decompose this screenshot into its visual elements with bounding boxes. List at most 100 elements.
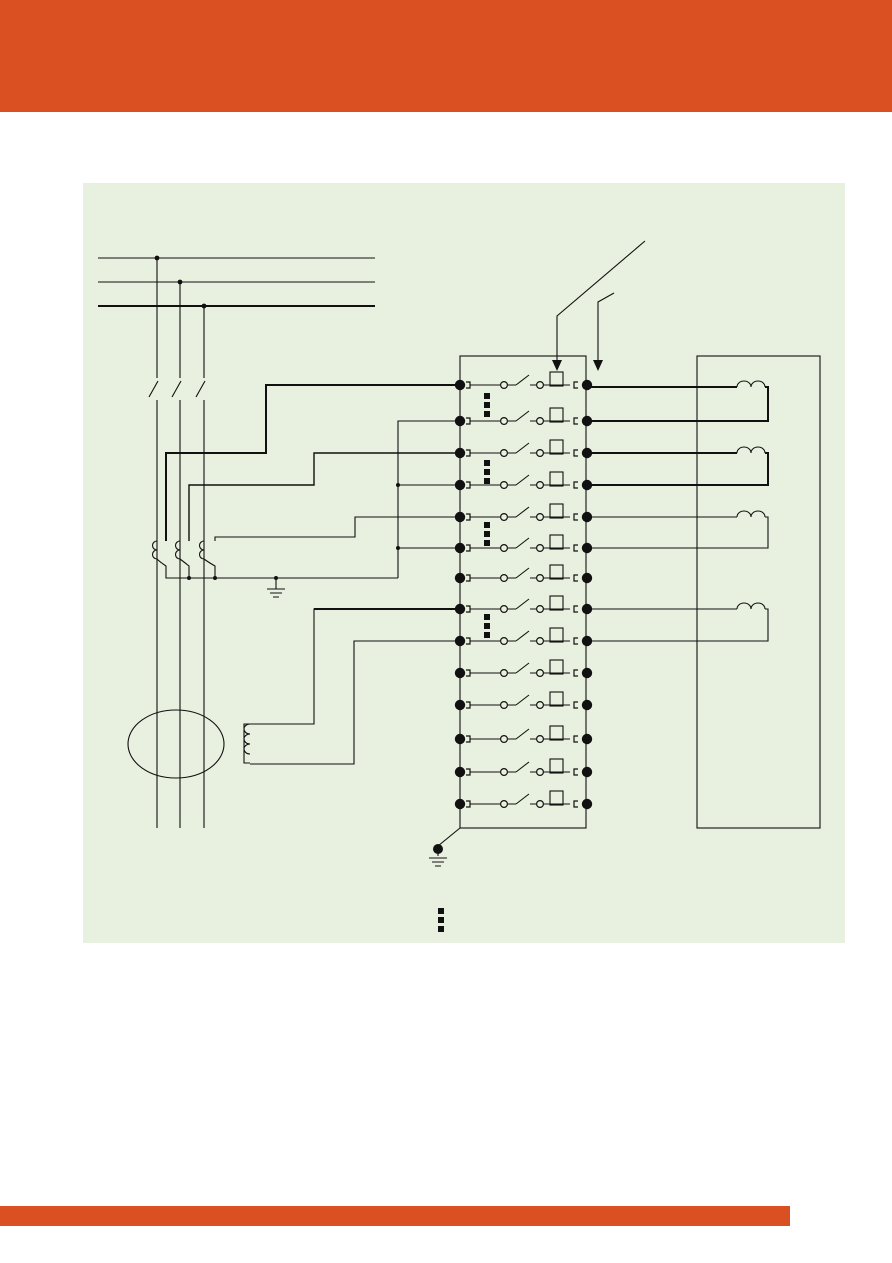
terminal-row [454, 371, 593, 391]
plug-left [466, 669, 471, 677]
switch-blade [515, 410, 530, 422]
contact-point [500, 636, 509, 645]
coil-right-2 [736, 446, 766, 454]
terminal-left [454, 667, 466, 679]
plug-left [466, 381, 471, 389]
plug-right [573, 513, 578, 521]
terminal-right [581, 603, 593, 615]
terminal-row [454, 627, 593, 647]
transformer-coil-left [243, 608, 460, 765]
terminal-left [454, 379, 466, 391]
plug-right [573, 637, 578, 645]
phase-drops [148, 258, 206, 828]
terminal-row [454, 725, 593, 745]
contact-point [535, 573, 544, 582]
switch-blade [515, 374, 530, 386]
test-box [549, 564, 564, 580]
shorting-link-1 [484, 393, 490, 417]
switch-blade [515, 793, 530, 805]
contact-point [500, 604, 509, 613]
contact-point [535, 512, 544, 521]
contact-point [500, 381, 509, 390]
terminal-block [459, 355, 587, 829]
transformer-coils-right [736, 380, 766, 610]
shorting-link-2 [484, 460, 490, 484]
plug-left [466, 417, 471, 425]
test-box [549, 659, 564, 675]
terminal-right [581, 572, 593, 584]
contact-point [535, 417, 544, 426]
switch-blade [515, 567, 530, 579]
terminal-right [581, 798, 593, 810]
switch-blade [515, 630, 530, 642]
terminal-left [454, 479, 466, 491]
coil-right-1 [736, 380, 766, 388]
terminal-left [454, 766, 466, 778]
test-box [549, 758, 564, 774]
switch-blade [515, 598, 530, 610]
contact-point [500, 417, 509, 426]
contact-point [500, 799, 509, 808]
terminal-left [454, 603, 466, 615]
terminal-left [454, 415, 466, 427]
terminal-left [454, 733, 466, 745]
terminal-row [454, 503, 593, 523]
contact-point [535, 381, 544, 390]
contact-point [535, 767, 544, 776]
plug-left [466, 800, 471, 808]
terminal-right [581, 699, 593, 711]
contact-point [500, 512, 509, 521]
contact-point [535, 481, 544, 490]
busbars [98, 257, 375, 307]
terminal-row [454, 595, 593, 615]
output-wiring [587, 386, 769, 642]
test-box [549, 790, 564, 806]
contact-point [500, 767, 509, 776]
plug-left [466, 701, 471, 709]
switch-blade [515, 761, 530, 773]
header-banner [0, 0, 892, 112]
plug-right [573, 544, 578, 552]
plug-right [573, 735, 578, 743]
plug-left [466, 513, 471, 521]
ct-coil-2 [174, 540, 181, 560]
contact-point [535, 449, 544, 458]
plug-left [466, 544, 471, 552]
terminal-right [581, 447, 593, 459]
contact-point [500, 481, 509, 490]
terminal-row [454, 659, 593, 679]
equipment-box [696, 355, 821, 829]
terminal-row [454, 564, 593, 584]
plug-right [573, 605, 578, 613]
plug-right [573, 481, 578, 489]
shorting-link-3 [484, 522, 490, 546]
switch-blade [515, 728, 530, 740]
contact-point [535, 799, 544, 808]
motor-circle [127, 709, 225, 779]
terminal-row [454, 534, 593, 554]
contact-point [535, 700, 544, 709]
terminal-row [454, 407, 593, 427]
test-box [549, 627, 564, 643]
terminal-row [454, 790, 593, 810]
coil-right-3 [736, 510, 766, 518]
plug-left [466, 605, 471, 613]
contact-point [500, 573, 509, 582]
terminal-row [454, 758, 593, 778]
test-box [549, 534, 564, 550]
ct-coil-1 [151, 540, 158, 560]
plug-right [573, 417, 578, 425]
coil-right-4 [736, 602, 766, 610]
ct-ground-symbol [267, 578, 285, 598]
plug-left [466, 481, 471, 489]
switch-blade [515, 537, 530, 549]
terminal-right [581, 667, 593, 679]
test-box [549, 725, 564, 741]
plug-right [573, 768, 578, 776]
contact-point [500, 449, 509, 458]
ct-wiring [165, 384, 460, 610]
contact-point [500, 734, 509, 743]
contact-point [500, 700, 509, 709]
terminal-left [454, 635, 466, 647]
